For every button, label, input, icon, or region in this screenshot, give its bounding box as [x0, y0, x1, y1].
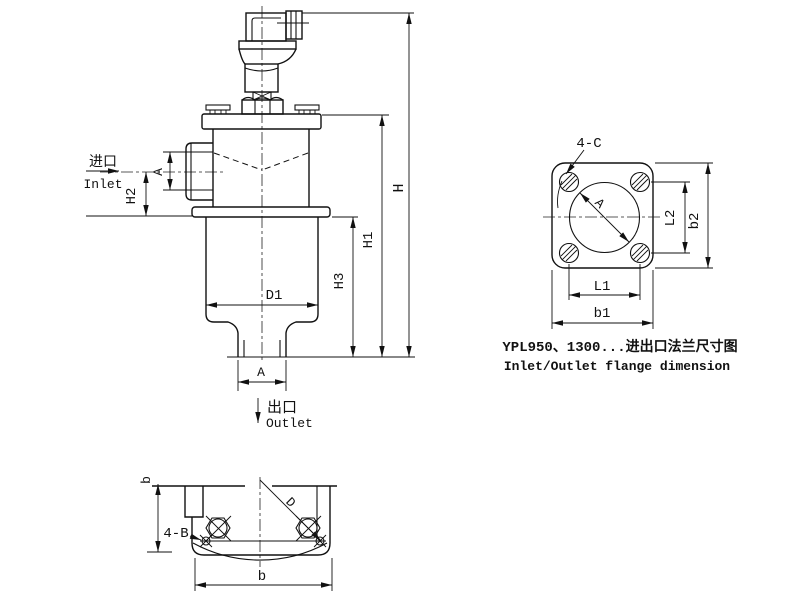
dim-b1-label: b1: [594, 306, 611, 322]
outlet-bore: [243, 340, 281, 357]
flange-plate: [551, 162, 654, 269]
dim-b-width-label: b: [258, 569, 266, 585]
dim-inlet-a-label: A: [151, 168, 166, 176]
flange-bore: [568, 181, 641, 254]
base-width-dimension: b: [194, 558, 333, 591]
dim-b2-label: b2: [687, 213, 703, 230]
inlet-port: [163, 142, 213, 201]
base-holes-callout: 4-B: [163, 526, 202, 542]
dim-h1-label: H1: [361, 232, 377, 249]
dim-h3-label: H3: [332, 273, 348, 290]
bolt-circle-line: [259, 479, 322, 542]
outlet-annotation: 出口 Outlet: [255, 398, 313, 431]
outlet-label-en: Outlet: [266, 416, 313, 431]
dim-l2-label: L2: [663, 210, 679, 227]
flange-caption-en: Inlet/Outlet flange dimension: [504, 359, 730, 374]
middle-plate: [191, 206, 331, 218]
inlet-label-cn: 进口: [89, 154, 117, 171]
dim-d1-label: D1: [266, 288, 283, 304]
flange-bore-label: A: [591, 195, 607, 211]
dim-h2-label: H2: [124, 188, 140, 205]
inlet-label-en: Inlet: [83, 177, 122, 192]
filter-bowl: [205, 217, 415, 358]
filter-body: [212, 129, 310, 207]
flange-dimensions: L2 b2 L1 b1: [551, 162, 713, 329]
flange-holes-callout: 4-C: [557, 136, 602, 209]
front-view-dimensions: H H1 H3 H2 A D1 A: [86, 12, 414, 391]
dim-b-depth-label: b: [139, 476, 154, 484]
left-bolt: [205, 104, 231, 111]
dim-h-label: H: [391, 183, 408, 192]
bottom-hex-bolts: [205, 515, 322, 542]
internal-cone: [213, 152, 309, 171]
hex-nut: [241, 96, 284, 115]
top-flange: [201, 104, 322, 130]
dim-outlet-a-label: A: [257, 365, 265, 380]
dim-l1-label: L1: [594, 279, 611, 295]
pressure-transmitter: [238, 10, 309, 115]
front-view: 进口 Inlet 出口 Outlet H H1 H3 H: [83, 6, 415, 431]
bowl-silhouette-arc: [192, 542, 328, 561]
dim-d-label: D: [282, 494, 298, 510]
flange-caption-cn: YPL950、1300...进出口法兰尺寸图: [502, 338, 737, 356]
flange-bolt-holes: [558, 171, 651, 264]
bottom-holes-label: 4-B: [163, 526, 188, 542]
base-depth-dimension: b: [139, 476, 172, 553]
inlet-projection: [184, 486, 204, 518]
outlet-label-cn: 出口: [267, 399, 297, 417]
flange-holes-label: 4-C: [576, 136, 601, 152]
connector-plug: [285, 10, 303, 40]
base-outline: [152, 485, 337, 561]
bottom-view: D 4-B b b: [139, 476, 337, 591]
flange-view: A 4-C L2 b2 L1 b1 YPL95: [502, 136, 737, 374]
bore-diameter-line: [579, 192, 630, 243]
right-bolt: [294, 104, 320, 111]
inlet-annotation: 进口 Inlet: [83, 154, 122, 192]
flange-caption: YPL950、1300...进出口法兰尺寸图 Inlet/Outlet flan…: [502, 338, 737, 374]
